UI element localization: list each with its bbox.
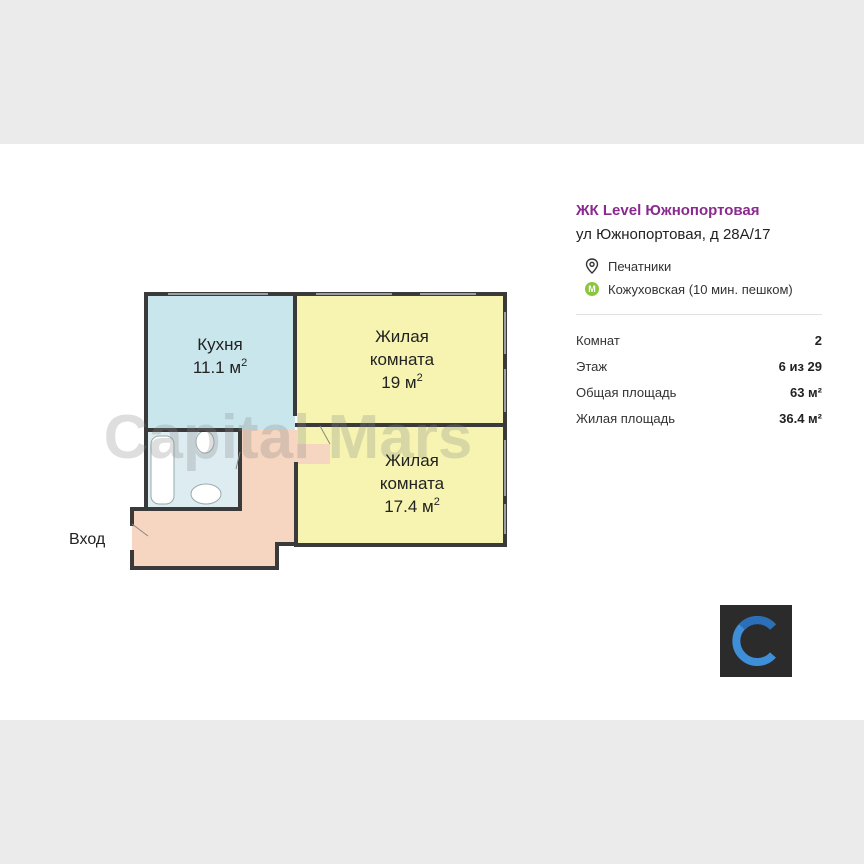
living-room-1-area-label: 19 м2 bbox=[381, 372, 422, 392]
living-room-1-name-2: комната bbox=[370, 350, 435, 369]
info-panel: ЖК Level Южнопортовая ул Южнопортовая, д… bbox=[576, 202, 822, 431]
district-row: Печатники bbox=[576, 257, 822, 275]
district-name: Печатники bbox=[608, 258, 672, 274]
floor-plan: Capital Mars Кухня 11.1 м2 Жилая комната… bbox=[69, 292, 507, 570]
living-room-1-area-value: 19 м bbox=[381, 373, 416, 392]
spec-row-rooms: Комнат 2 bbox=[576, 327, 822, 353]
spec-value: 36.4 м² bbox=[779, 410, 822, 426]
spec-label: Жилая площадь bbox=[576, 410, 676, 426]
brand-logo-icon bbox=[720, 605, 792, 677]
entrance-label: Вход bbox=[69, 531, 106, 548]
spec-value: 63 м² bbox=[789, 384, 822, 400]
watermark: Capital Mars bbox=[104, 403, 473, 472]
spec-label: Этаж bbox=[576, 358, 608, 374]
listing-card: Capital Mars Кухня 11.1 м2 Жилая комната… bbox=[0, 144, 864, 720]
complex-name[interactable]: ЖК Level Южнопортовая bbox=[576, 202, 760, 219]
living-room-2-name: Жилая bbox=[385, 451, 439, 470]
kitchen-name: Кухня bbox=[197, 335, 243, 354]
living-room-2-area-sup: 2 bbox=[434, 496, 440, 508]
kitchen-area-value: 11.1 м bbox=[193, 358, 241, 377]
spec-label: Общая площадь bbox=[576, 384, 677, 400]
address: ул Южнопортовая, д 28А/17 bbox=[576, 226, 771, 243]
kitchen-area-label: 11.1 м2 bbox=[193, 357, 247, 377]
spec-label: Комнат bbox=[576, 332, 620, 348]
bathtub bbox=[150, 435, 175, 505]
sink bbox=[190, 483, 222, 505]
spec-row-floor: Этаж 6 из 29 bbox=[576, 353, 822, 379]
metro-station: Кожуховская (10 мин. пешком) bbox=[608, 281, 793, 297]
spec-value: 6 из 29 bbox=[778, 358, 822, 374]
kitchen-area-sup: 2 bbox=[241, 357, 247, 369]
divider bbox=[576, 314, 822, 315]
living-room-2-name-2: комната bbox=[380, 474, 445, 493]
spec-row-total-area: Общая площадь 63 м² bbox=[576, 379, 822, 405]
metro-row: M Кожуховская (10 мин. пешком) bbox=[576, 280, 822, 298]
spec-row-living-area: Жилая площадь 36.4 м² bbox=[576, 405, 822, 431]
living-room-1-area bbox=[297, 294, 504, 423]
kitchen-area bbox=[147, 294, 295, 430]
spec-value: 2 bbox=[814, 332, 822, 348]
living-room-1-area-sup: 2 bbox=[417, 372, 423, 384]
living-room-2-area-value: 17.4 м bbox=[384, 497, 434, 516]
living-room-1-name: Жилая bbox=[375, 327, 429, 346]
hallway-area bbox=[132, 430, 330, 568]
map-pin-icon bbox=[584, 258, 600, 274]
living-room-2-area bbox=[297, 426, 504, 545]
metro-badge: M bbox=[585, 282, 599, 296]
metro-icon: M bbox=[584, 281, 600, 297]
living-room-2-area-label: 17.4 м2 bbox=[384, 496, 440, 516]
